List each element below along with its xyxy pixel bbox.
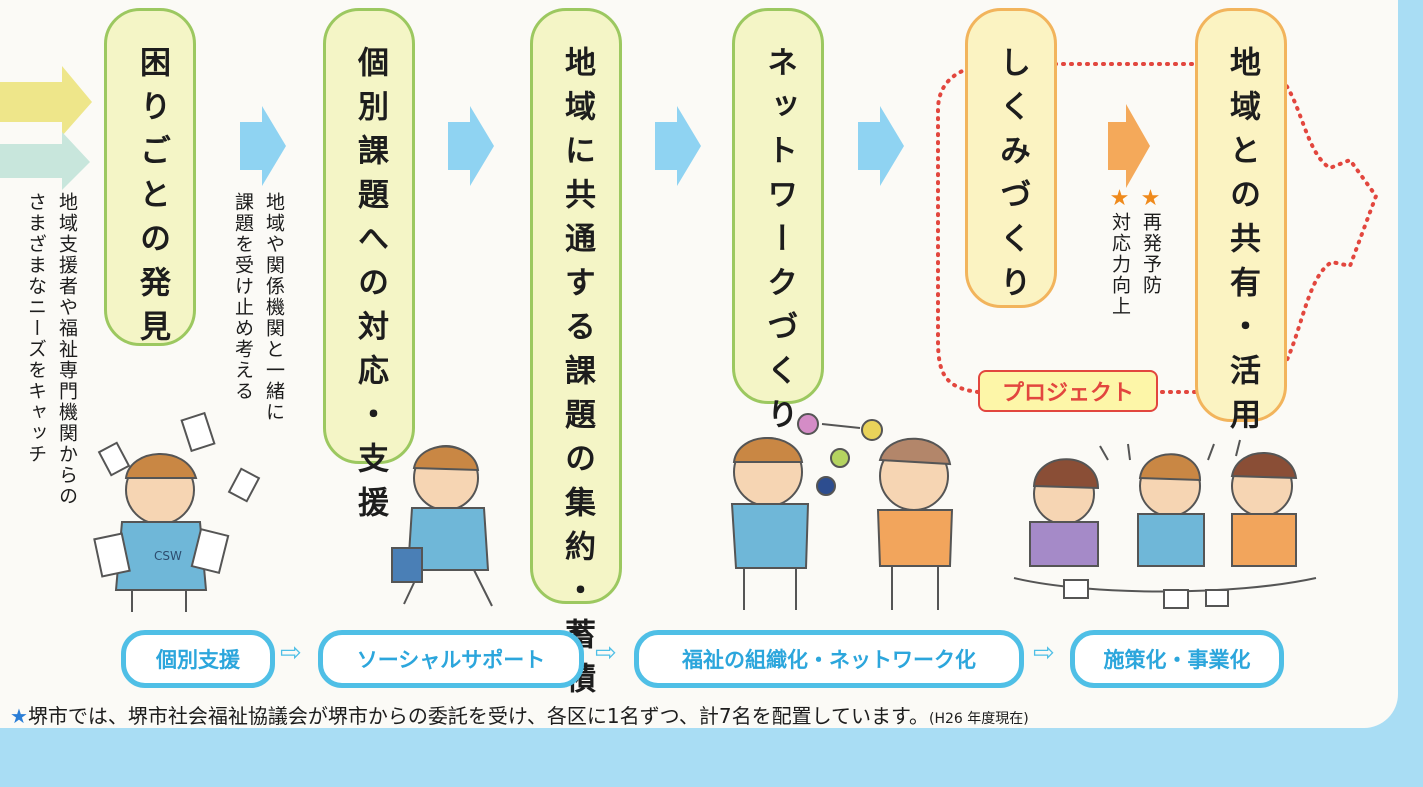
right-frame-strip — [1398, 0, 1423, 728]
footnote-star-icon: ★ — [10, 704, 28, 728]
figure-support — [391, 445, 493, 607]
incoming-arrow-teal — [0, 132, 90, 190]
star-icon: ★ — [1138, 186, 1163, 213]
flow-arrow-4 — [858, 106, 904, 186]
flow-arrow-1 — [240, 106, 286, 186]
stage-label-aggregation: 地域に共通する課題の集約・蓄積 — [559, 46, 595, 706]
footnote-text: 堺市では、堺市社会福祉協議会が堺市からの委託を受け、各区に1名ずつ、計7名を配置… — [27, 704, 929, 728]
note-mid-line1: 地域や関係機関と一緒に — [263, 192, 285, 423]
stage-pill-discovery — [104, 8, 196, 346]
figure-discovery — [93, 411, 261, 612]
stage-label-system: しくみづくり — [994, 46, 1030, 310]
note-capacity: 対応力向上 — [1109, 212, 1131, 317]
project-dotted-frame — [936, 62, 1379, 394]
phase-social-support: ソーシャルサポート — [318, 630, 584, 688]
note-mid-line2: 課題を受け止め考える — [232, 192, 254, 402]
stage-pill-sharing — [1195, 8, 1287, 422]
figure-label-csw: CSW — [154, 549, 182, 563]
phase-arrow-icon: ⇨ — [280, 638, 302, 668]
footnote-note: (H26 年度現在) — [929, 711, 1029, 727]
footnote: ★堺市では、堺市社会福祉協議会が堺市からの委託を受け、各区に1名ずつ、計7名を配… — [10, 700, 1029, 729]
stage-pill-support — [323, 8, 415, 464]
stage-pill-aggregation — [530, 8, 622, 604]
note-prevent: 再発予防 — [1140, 212, 1162, 296]
phase-welfare-network: 福祉の組織化・ネットワーク化 — [634, 630, 1024, 688]
stage-pill-network — [732, 8, 824, 404]
phase-arrow-icon: ⇨ — [595, 638, 617, 668]
flow-arrow-orange — [1108, 104, 1150, 188]
stage-label-network: ネットワークづくり — [761, 46, 797, 442]
stage-label-sharing: 地域との共有・活用 — [1224, 46, 1260, 442]
figure-meeting — [1013, 439, 1317, 609]
flow-arrow-2 — [448, 106, 494, 186]
figure-network — [730, 413, 954, 610]
incoming-arrow-yellow — [0, 66, 92, 136]
flow-arrow-3 — [655, 106, 701, 186]
phase-individual-support: 個別支援 — [121, 630, 275, 688]
stage-label-discovery: 困りごとの発見 — [134, 46, 170, 354]
stage-pill-system — [965, 8, 1057, 308]
project-label: プロジェクト — [978, 370, 1158, 412]
phase-policy: 施策化・事業化 — [1070, 630, 1284, 688]
stage-label-support: 個別課題への対応・支援 — [352, 46, 388, 530]
phase-arrow-icon: ⇨ — [1033, 638, 1055, 668]
note-left-line1: 地域支援者や福祉専門機関からの — [56, 192, 78, 507]
star-icon: ★ — [1107, 186, 1132, 213]
note-left-line2: さまざまなニーズをキャッチ — [25, 192, 47, 465]
